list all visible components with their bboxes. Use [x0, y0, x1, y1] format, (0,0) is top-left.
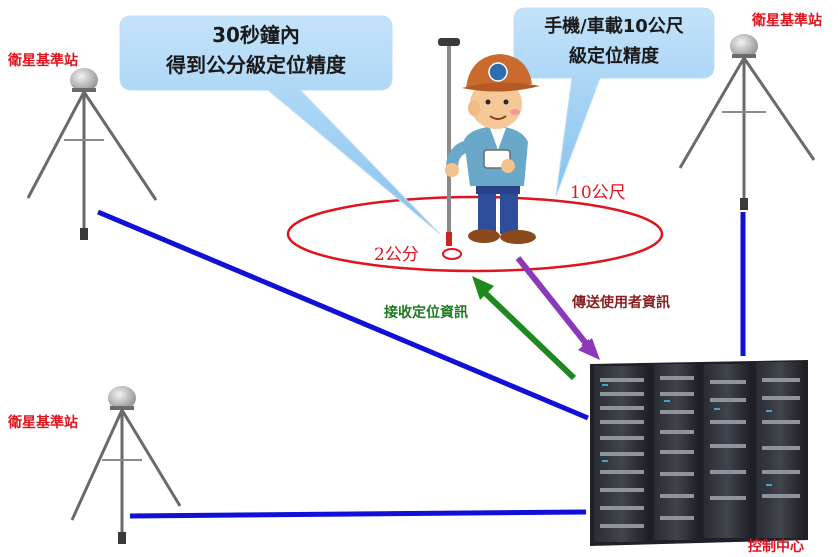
send-info-arrowhead: [578, 338, 600, 360]
receive-info-arrow: [479, 287, 577, 381]
bubble-left-line1: 30秒鐘內: [212, 23, 300, 47]
send-info-arrow: [515, 256, 592, 350]
two-cm-ring: [442, 248, 462, 260]
server-racks: [590, 360, 808, 546]
control-center-label: 控制中心: [748, 539, 804, 555]
bubble-left-text: 30秒鐘內 得到公分級定位精度: [120, 20, 392, 80]
station-label-bottom-left: 衛星基準站: [8, 415, 78, 431]
two-cm-label: 2公分: [374, 245, 419, 265]
server-rack-3: [704, 364, 752, 538]
ten-meter-label: 10公尺: [570, 183, 626, 203]
tripod-bottom-left: [70, 386, 182, 544]
speech-bubble-right: [513, 7, 715, 197]
link-bottom-left-to-center: [129, 509, 587, 519]
station-label-top-right: 衛星基準站: [752, 13, 822, 29]
gnss-rover-pole: [447, 44, 451, 244]
bubble-right-text: 手機/車載10公尺 級定位精度: [514, 12, 714, 72]
bubble-left-line2: 得到公分級定位精度: [166, 53, 346, 77]
send-info-label: 傳送使用者資訊: [572, 295, 670, 311]
station-label-top-left: 衛星基準站: [8, 53, 78, 69]
surveyor-figure: [438, 38, 540, 246]
tripod-top-left: [26, 68, 158, 240]
bubble-right-line1: 手機/車載10公尺: [544, 16, 684, 37]
receive-info-arrowhead: [472, 276, 494, 300]
ten-meter-ring: [286, 195, 664, 273]
link-top-left-to-center: [97, 209, 589, 421]
speech-bubble-left: [119, 15, 441, 235]
link-lines: [97, 209, 746, 519]
bubble-right-line2: 級定位精度: [569, 46, 659, 67]
tripod-top-right: [678, 34, 816, 210]
receive-info-label: 接收定位資訊: [384, 305, 468, 321]
